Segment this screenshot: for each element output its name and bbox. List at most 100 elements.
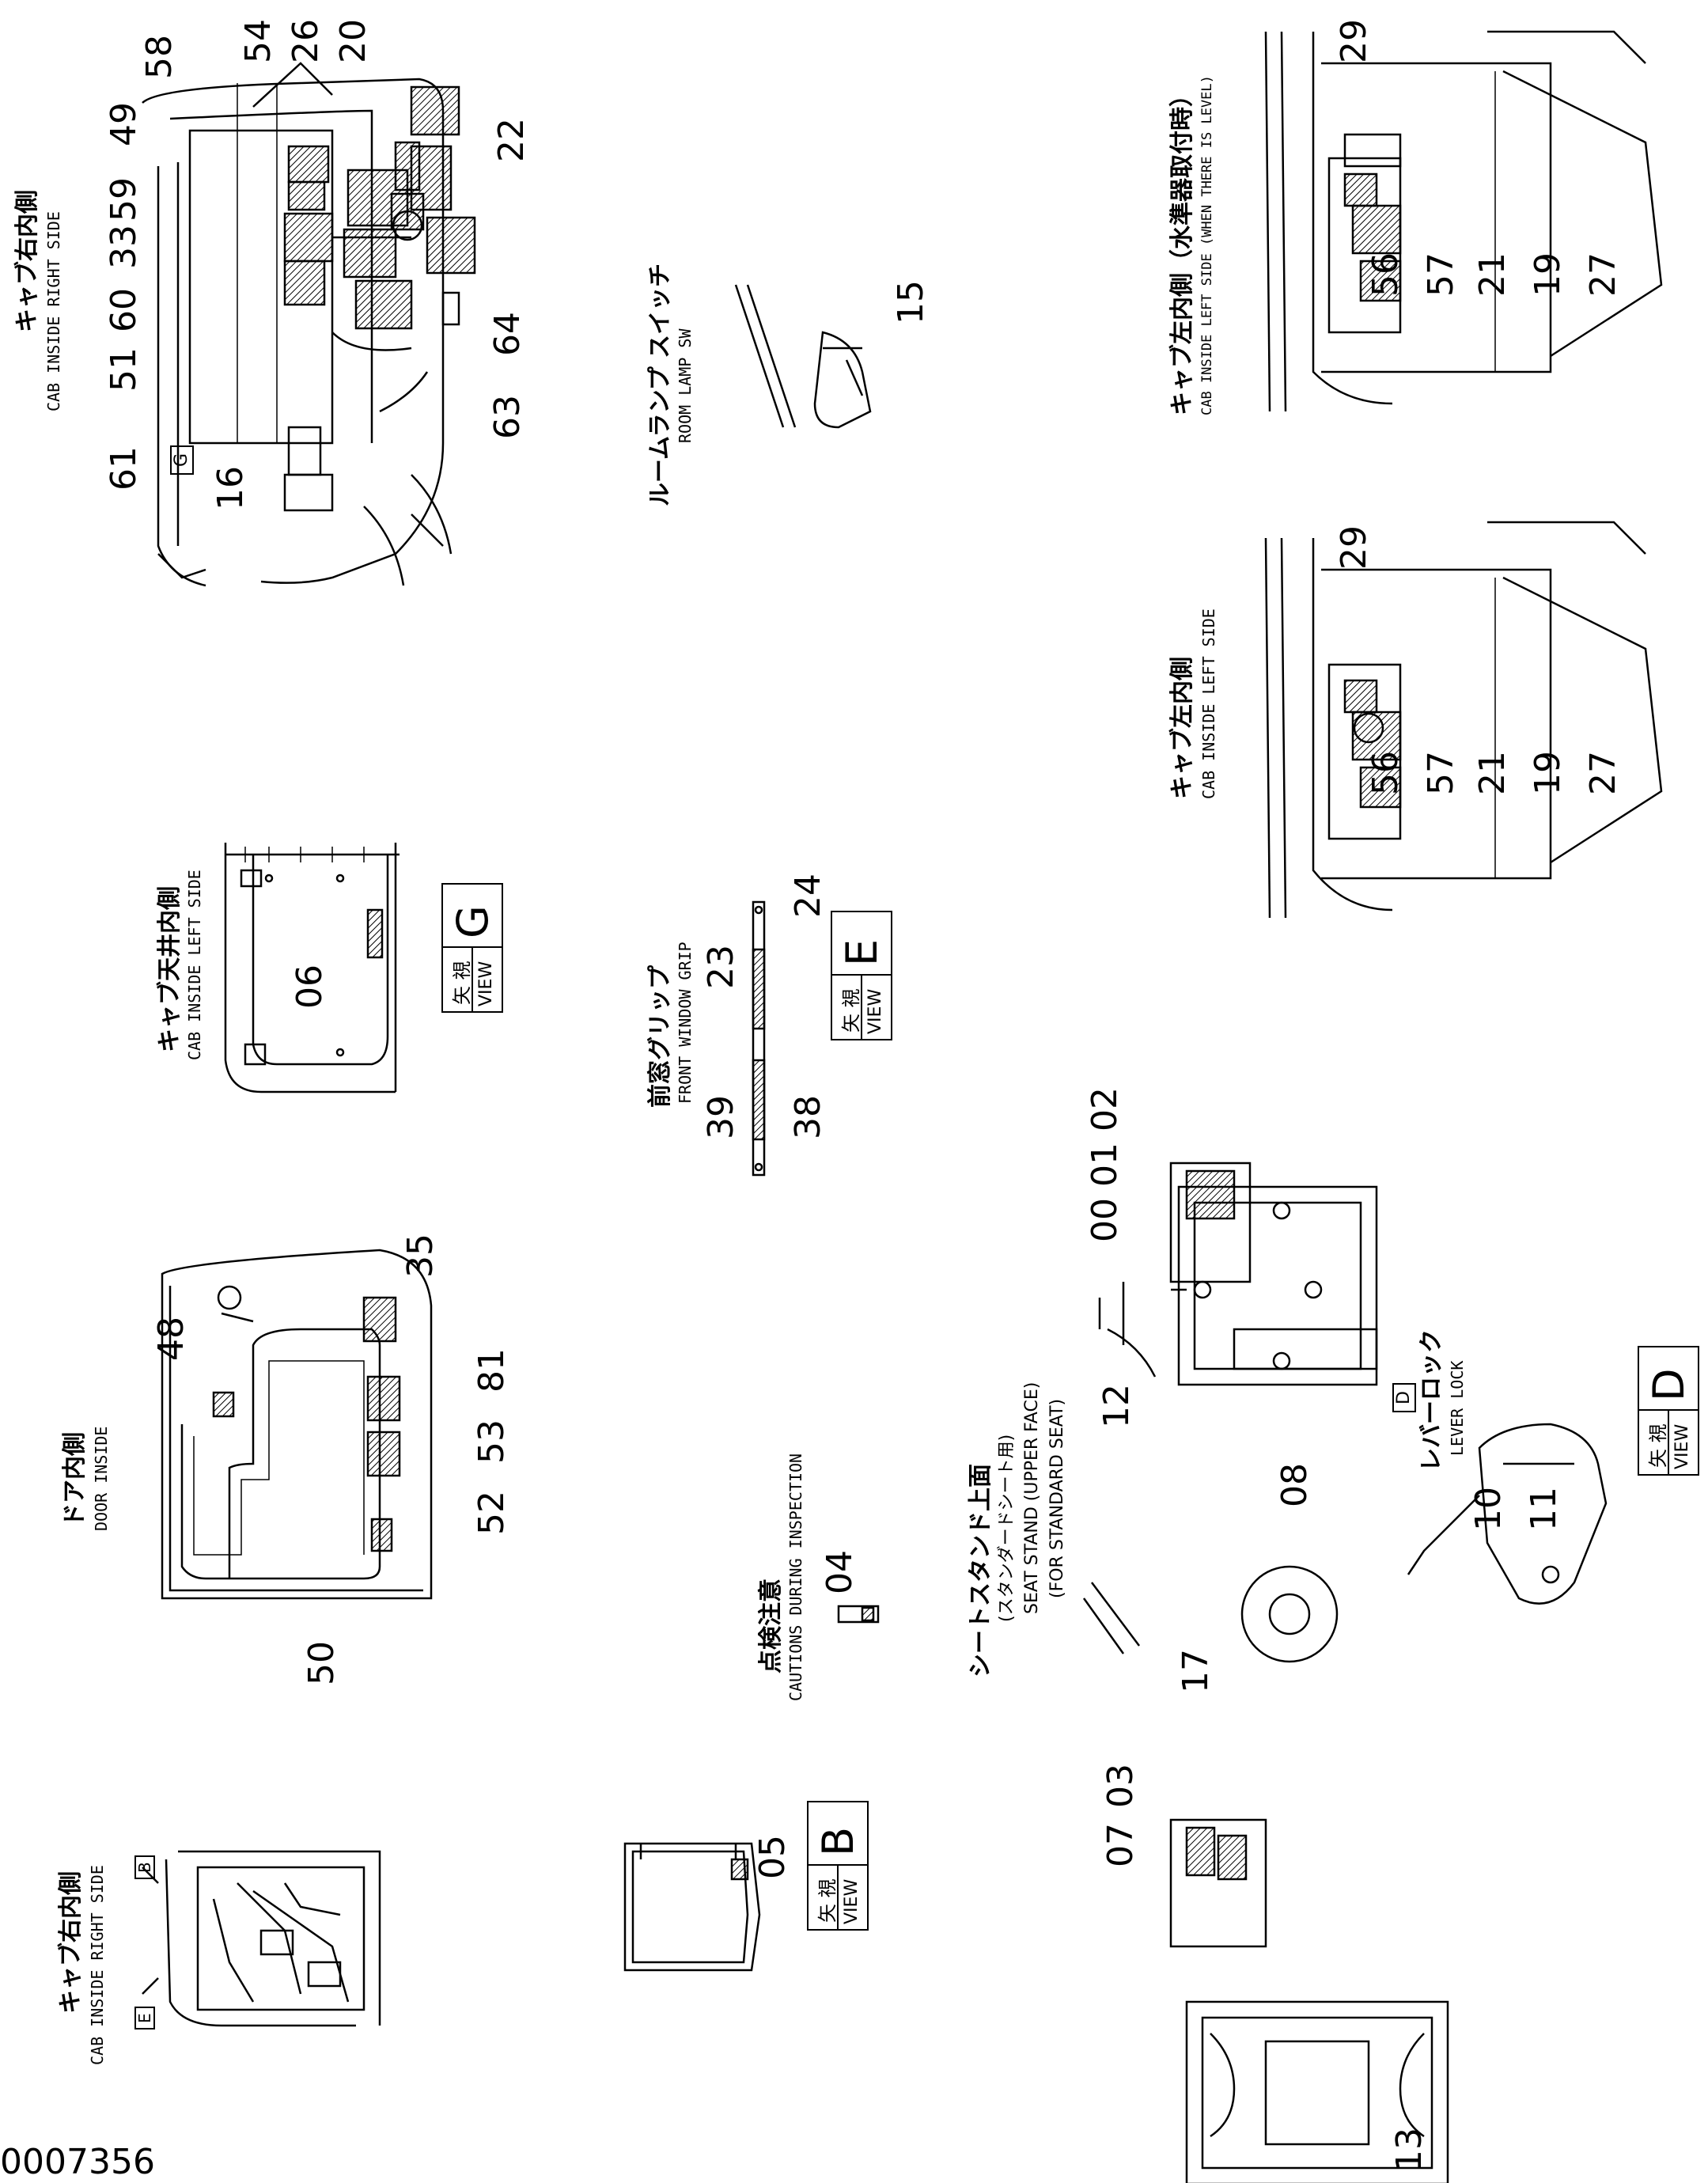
callout: 48 bbox=[151, 1317, 191, 1361]
cab-right-lower-drawing bbox=[142, 1850, 381, 2027]
view-kanji: 矢 視 bbox=[451, 961, 473, 1005]
view-box-d: 矢 視 VIEW D bbox=[1638, 1346, 1699, 1476]
cab-right-upper-subtitle: CAB INSIDE RIGHT SIDE bbox=[44, 211, 63, 411]
view-kanji: 矢 視 bbox=[816, 1878, 839, 1923]
callout: 11 bbox=[1524, 1487, 1564, 1531]
callout: 81 bbox=[471, 1348, 512, 1393]
cab-right-lower-title: キャブ右内側 bbox=[57, 1871, 85, 2014]
door-inside-subtitle: DOOR INSIDE bbox=[92, 1426, 111, 1531]
callout: 60 bbox=[104, 288, 144, 332]
callout: 29 bbox=[1334, 19, 1374, 63]
callout: 26 bbox=[286, 19, 326, 63]
lever-lock-subtitle: LEVER LOCK bbox=[1448, 1360, 1467, 1456]
callout: 63 bbox=[487, 395, 528, 439]
lever-lock-drawing bbox=[1407, 1423, 1608, 1605]
seat-stand-subtitle-2: SEAT STAND (UPPER FACE) bbox=[1022, 1381, 1042, 1614]
callout: 04 bbox=[820, 1550, 860, 1594]
view-b-drawing bbox=[623, 1842, 761, 1972]
callout: 17 bbox=[1176, 1649, 1216, 1693]
view-word: VIEW bbox=[1672, 1423, 1692, 1469]
cab-right-lower-subtitle: CAB INSIDE RIGHT SIDE bbox=[88, 1865, 107, 2065]
callout: 16 bbox=[210, 466, 251, 510]
callout: 49 bbox=[104, 102, 144, 146]
callout: 64 bbox=[487, 312, 528, 356]
callout: 57 bbox=[1421, 252, 1461, 297]
callout: 20 bbox=[333, 19, 373, 63]
view-kanji: 矢 視 bbox=[840, 988, 862, 1033]
door-inside-title: ドア内側 bbox=[61, 1432, 89, 1527]
cab-left-drawing bbox=[1264, 521, 1663, 919]
inspection-title: 点検注意 bbox=[757, 1579, 785, 1673]
view-box-g: 矢 視 VIEW G bbox=[441, 883, 503, 1013]
inspection-subtitle: CAUTIONS DURING INSPECTION bbox=[786, 1453, 805, 1701]
callout: 53 bbox=[471, 1419, 512, 1464]
cab-left-level-drawing bbox=[1264, 30, 1663, 412]
callout: 01 bbox=[1085, 1143, 1125, 1187]
front-grip-subtitle: FRONT WINDOW GRIP bbox=[676, 942, 695, 1104]
callout: 39 bbox=[701, 1095, 741, 1139]
callout: 38 bbox=[788, 1095, 828, 1139]
view-word: VIEW bbox=[865, 988, 885, 1034]
callout: 06 bbox=[290, 965, 330, 1009]
lever-lock-title: レバーロック bbox=[1418, 1329, 1445, 1472]
callout: 57 bbox=[1421, 751, 1461, 795]
callout: 51 bbox=[104, 347, 144, 392]
view-word: VIEW bbox=[476, 961, 496, 1006]
cab-right-upper-drawing bbox=[142, 62, 476, 587]
callout: 19 bbox=[1528, 252, 1568, 297]
view-box-e: 矢 視 VIEW E bbox=[831, 911, 892, 1040]
seat-stand-title: シートスタンド上面 bbox=[967, 1464, 994, 1677]
cab-ceiling-title: キャブ天井内側 bbox=[156, 886, 184, 1052]
callout: 23 bbox=[701, 945, 741, 989]
callout: 22 bbox=[491, 118, 532, 162]
callout: 35 bbox=[400, 1234, 441, 1278]
callout: 03 bbox=[1100, 1764, 1141, 1808]
callout: 27 bbox=[1583, 252, 1623, 297]
front-grip-drawing bbox=[752, 900, 766, 1177]
front-grip-title: 前窓グリップ bbox=[646, 965, 674, 1108]
cab-ceiling-subtitle: CAB INSIDE LEFT SIDE bbox=[185, 870, 204, 1060]
door-inside-drawing bbox=[161, 1249, 433, 1600]
callout: 21 bbox=[1472, 252, 1513, 297]
cab-ceiling-drawing bbox=[224, 843, 400, 1093]
view-letter: E bbox=[837, 938, 887, 966]
callout: 13 bbox=[1389, 2128, 1430, 2172]
callout: 33 bbox=[104, 225, 144, 269]
view-marker-e: E bbox=[134, 2007, 155, 2030]
callout: 56 bbox=[1365, 751, 1406, 795]
callout: 12 bbox=[1096, 1384, 1137, 1428]
view-kanji: 矢 視 bbox=[1647, 1423, 1669, 1468]
drawing-number: 0007356 bbox=[0, 2142, 155, 2182]
view-marker-g: G bbox=[170, 445, 194, 475]
callout: 56 bbox=[1365, 252, 1406, 297]
callout: 61 bbox=[104, 446, 144, 491]
callout: 02 bbox=[1085, 1087, 1125, 1131]
inspection-drawing bbox=[837, 1605, 880, 1624]
callout: 24 bbox=[788, 874, 828, 918]
view-word: VIEW bbox=[842, 1878, 862, 1924]
seat-lower-drawing bbox=[1169, 1818, 1449, 2183]
seat-stand-subtitle-1: (スタンダードシート用) bbox=[997, 1434, 1017, 1622]
seat-stand-drawing bbox=[1082, 1162, 1378, 1663]
callout: 05 bbox=[752, 1835, 793, 1879]
view-letter: D bbox=[1644, 1368, 1694, 1401]
callout: 52 bbox=[471, 1491, 512, 1535]
cab-right-upper-title: キャブ右内側 bbox=[13, 190, 41, 332]
room-lamp-title: ルームランプ スイッチ bbox=[646, 263, 674, 506]
cab-left-title: キャブ左内側 bbox=[1168, 657, 1196, 799]
callout: 54 bbox=[238, 19, 278, 63]
callout: 29 bbox=[1334, 525, 1374, 570]
room-lamp-drawing bbox=[734, 284, 872, 429]
callout: 15 bbox=[891, 280, 931, 324]
callout: 10 bbox=[1468, 1487, 1509, 1531]
callout: 21 bbox=[1472, 751, 1513, 795]
callout: 19 bbox=[1528, 751, 1568, 795]
callout: 08 bbox=[1274, 1463, 1315, 1507]
cab-left-subtitle: CAB INSIDE LEFT SIDE bbox=[1199, 608, 1218, 799]
callout: 07 bbox=[1100, 1823, 1141, 1867]
view-letter: B bbox=[813, 1826, 863, 1856]
seat-stand-subtitle-3: (FOR STANDARD SEAT) bbox=[1047, 1398, 1067, 1598]
cab-left-level-subtitle: CAB INSIDE LEFT SIDE (WHEN THERE IS LEVE… bbox=[1199, 75, 1215, 415]
